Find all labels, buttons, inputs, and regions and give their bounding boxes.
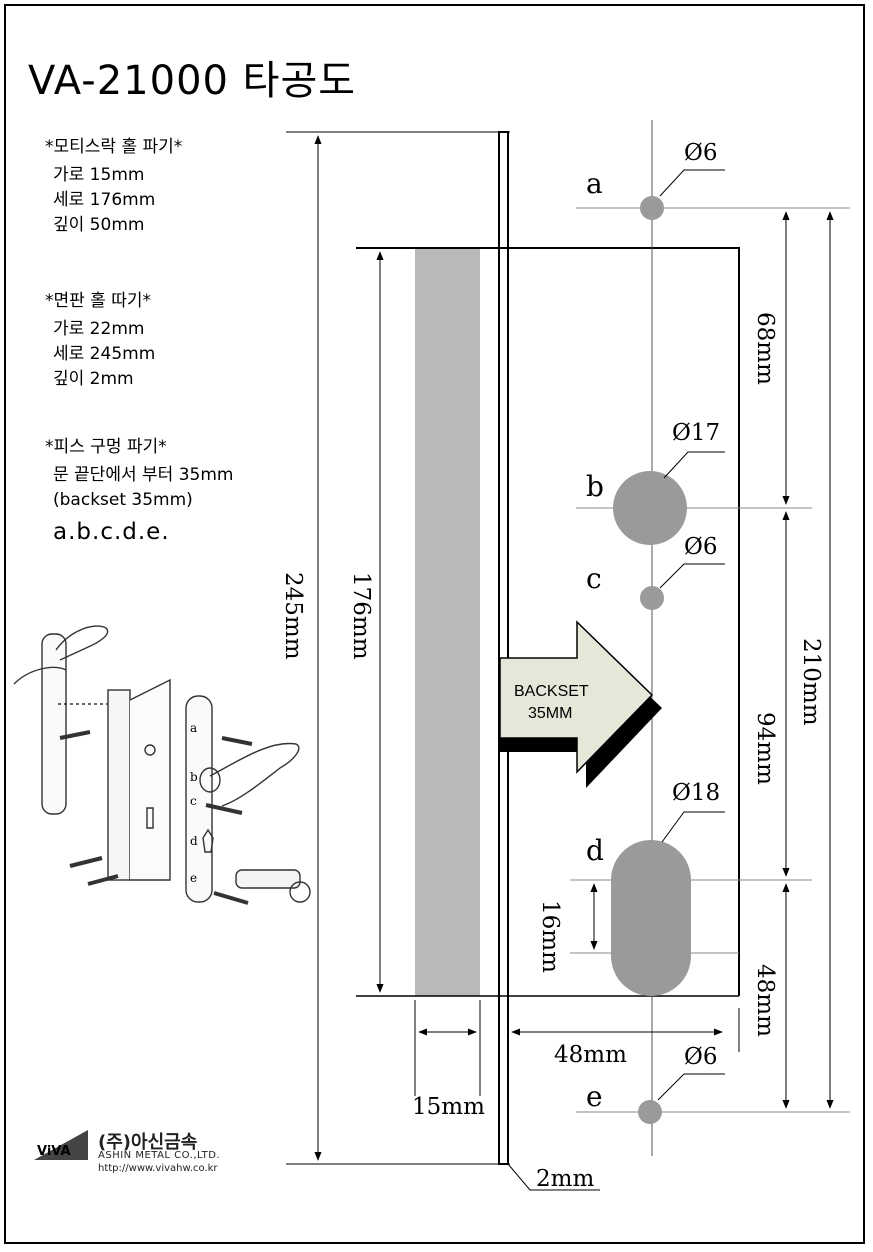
- sheet-border: [4, 4, 865, 1244]
- faceplate-height: 세로 245mm: [53, 344, 156, 364]
- screw-points: a.b.c.d.e.: [53, 519, 170, 545]
- leader-2mm: [507, 1163, 600, 1191]
- faceplate-spec: *면판 홀 따기* 가로 22mm 세로 245mm 깊이 2mm: [45, 286, 155, 392]
- diameter-d: Ø18: [672, 780, 720, 806]
- mortise-body-front: [107, 689, 131, 881]
- label-245: 245mm: [280, 572, 306, 660]
- diameter-leaders: [657, 169, 725, 1101]
- screw-spec: *피스 구멍 파기* 문 끝단에서 부터 35mm (backset 35mm)…: [45, 432, 233, 545]
- label-2: 2mm: [536, 1166, 594, 1192]
- mortise-pocket: [415, 248, 480, 996]
- screw-c: [205, 803, 243, 815]
- hole-e: [638, 1100, 662, 1124]
- exploded-labels: a b c d e: [190, 721, 198, 885]
- outer-rose: [199, 767, 221, 793]
- screw-line-2: (backset 35mm): [53, 490, 193, 510]
- door-outline: [356, 247, 740, 996]
- label-94: 94mm: [752, 712, 778, 785]
- label-48v: 48mm: [752, 964, 778, 1037]
- screw-left-1: [59, 730, 91, 740]
- mortise-width: 가로 15mm: [53, 165, 145, 185]
- company-url: http://www.vivahw.co.kr: [98, 1163, 218, 1174]
- label-15: 15mm: [412, 1094, 485, 1120]
- outer-escutcheon-plate: [185, 695, 213, 903]
- label-176: 176mm: [348, 572, 374, 660]
- exploded-label-c: c: [190, 794, 197, 808]
- diameter-e: Ø6: [684, 1044, 718, 1070]
- exploded-label-b: b: [190, 770, 198, 784]
- label-210: 210mm: [798, 638, 824, 726]
- exploded-label-d: d: [190, 834, 198, 848]
- diameter-c: Ø6: [684, 534, 718, 560]
- backset-arrow: BACKSET 35MM: [499, 620, 662, 788]
- dimension-labels: 245mm 176mm 68mm 94mm 48mm 210mm 16mm 48…: [280, 312, 824, 1192]
- euro-cylinder: [235, 869, 301, 889]
- hole-letter-a: a: [586, 167, 603, 200]
- mortise-body-side: [129, 678, 171, 881]
- mortise-height: 세로 176mm: [53, 190, 156, 210]
- exploded-label-a: a: [190, 721, 197, 735]
- label-48h: 48mm: [554, 1042, 627, 1068]
- mortise-key-slot: [146, 807, 154, 829]
- backset-arrow-label-1: BACKSET: [514, 683, 589, 700]
- hole-letter-e: e: [586, 1080, 603, 1113]
- faceplate-width: 가로 22mm: [53, 319, 145, 339]
- hole-a: [640, 196, 664, 220]
- faceplate-depth: 깊이 2mm: [53, 369, 134, 389]
- mortise-heading: *모티스락 홀 파기*: [45, 137, 183, 157]
- diameter-b: Ø17: [672, 420, 720, 446]
- mortise-spec: *모티스락 홀 파기* 가로 15mm 세로 176mm 깊이 50mm: [45, 132, 182, 238]
- hole-letters: a b c d e: [586, 167, 604, 1113]
- logo-wordmark: ViVA: [37, 1144, 71, 1159]
- backset-arrow-label-2: 35MM: [528, 705, 572, 722]
- inner-lever-arm: [13, 666, 67, 685]
- exploded-label-e: e: [190, 871, 197, 885]
- label-68: 68mm: [752, 312, 778, 385]
- screw-left-3: [87, 874, 119, 886]
- hole-reference-lines: [570, 207, 850, 1113]
- inner-escutcheon-plate: [41, 633, 67, 815]
- screw-line-1: 문 끝단에서 부터 35mm: [53, 465, 234, 485]
- cylinder-thumb-turn: [289, 881, 311, 903]
- diameter-a: Ø6: [684, 140, 718, 166]
- screw-e: [213, 891, 249, 905]
- mortise-spindle-hole: [144, 744, 156, 756]
- diameter-labels: Ø6 Ø17 Ø6 Ø18 Ø6: [672, 140, 720, 1070]
- exploded-lock-illustration: [13, 625, 311, 905]
- outer-key-cylinder-hole: [202, 828, 214, 853]
- hole-letter-b: b: [586, 470, 604, 503]
- screw-left-2: [69, 856, 103, 868]
- hole-d: [611, 840, 691, 996]
- backset-arrow-body: [499, 620, 654, 774]
- faceplate-strip: [498, 131, 509, 1165]
- outer-lever-handle: [209, 742, 300, 807]
- hole-c: [640, 586, 664, 610]
- company-english: ASHIN METAL CO.,LTD.: [98, 1150, 221, 1161]
- inner-lever-handle: [55, 625, 109, 661]
- screw-a: [221, 736, 253, 746]
- faceplate-heading: *면판 홀 따기*: [45, 291, 152, 311]
- mortise-depth: 깊이 50mm: [53, 215, 145, 235]
- hole-b: [613, 471, 687, 545]
- page-title: VA-21000 타공도: [28, 58, 357, 104]
- label-16: 16mm: [537, 900, 563, 973]
- viva-logo: ViVA: [34, 1130, 88, 1160]
- screw-heading: *피스 구멍 파기*: [45, 437, 167, 457]
- company-name: (주)아신금속: [98, 1132, 198, 1153]
- dimension-lines: [314, 135, 834, 1191]
- hole-letter-c: c: [586, 562, 602, 595]
- hole-letter-d: d: [586, 834, 604, 867]
